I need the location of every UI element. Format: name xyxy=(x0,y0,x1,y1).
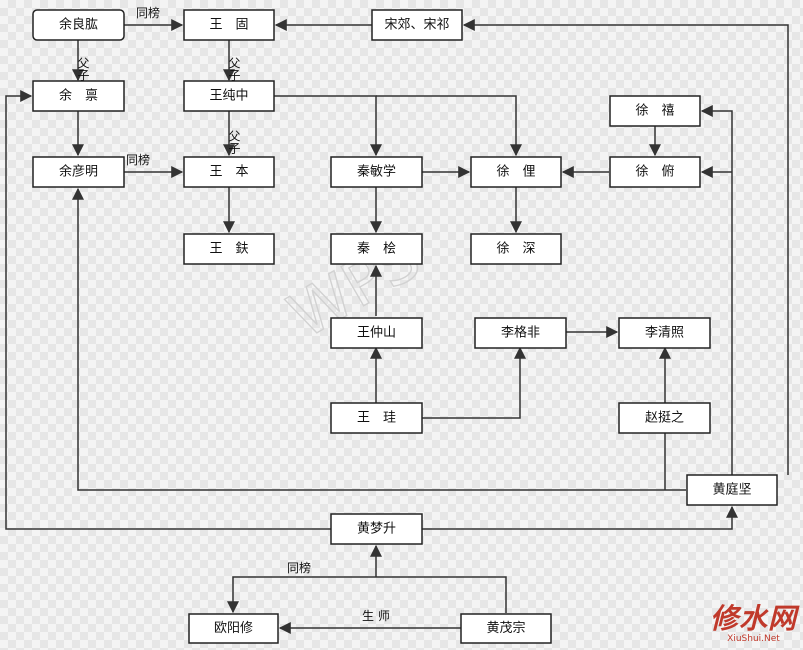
node-yu-liangguang[interactable]: 余良肱 xyxy=(32,9,125,41)
svg-text:欧阳修: 欧阳修 xyxy=(214,621,253,636)
edge-right-to-songjiao xyxy=(462,19,789,475)
node-qin-minxue[interactable]: 秦敏学 xyxy=(330,156,423,188)
edge-label-tongbang-2: 同榜 xyxy=(126,152,150,167)
edge-wangchunzhong-qinminxue xyxy=(274,95,382,157)
node-wang-gui[interactable]: 王 珪 xyxy=(330,402,423,434)
node-song-jiao-song-qi[interactable]: 宋郊、宋祁 xyxy=(371,9,463,41)
svg-text:王仲山: 王仲山 xyxy=(357,326,396,341)
node-li-gefei[interactable]: 李格非 xyxy=(474,317,567,349)
svg-text:王 本: 王 本 xyxy=(209,165,248,180)
svg-text:秦敏学: 秦敏学 xyxy=(357,164,396,180)
edge-labels: 同榜 父子 父子 父子 同榜 同榜 生 师 xyxy=(76,5,390,623)
node-yu-bing[interactable]: 余 禀 xyxy=(32,80,125,112)
nodes: 余良肱 王 固 宋郊、宋祁 余 禀 王纯中 徐 禧 余彦明 王 本 xyxy=(32,9,778,644)
svg-text:余彦明: 余彦明 xyxy=(59,164,98,180)
svg-text:李格非: 李格非 xyxy=(501,325,540,341)
brand-watermark-url: XiuShui.Net xyxy=(727,634,780,644)
node-xu-shen[interactable]: 徐 深 xyxy=(470,233,562,265)
node-li-qingzhao[interactable]: 李清照 xyxy=(618,317,711,349)
edge-label-tongbang-1: 同榜 xyxy=(136,5,160,20)
svg-text:王 固: 王 固 xyxy=(209,18,248,33)
edge-label-fuzi-3: 父子 xyxy=(227,130,241,154)
node-wang-gu[interactable]: 王 固 xyxy=(183,9,275,41)
svg-text:黄茂宗: 黄茂宗 xyxy=(486,620,525,636)
svg-text:黄梦升: 黄梦升 xyxy=(357,522,396,537)
svg-text:宋郊、宋祁: 宋郊、宋祁 xyxy=(384,17,449,33)
svg-text:徐 俯: 徐 俯 xyxy=(635,164,674,180)
svg-text:徐 俚: 徐 俚 xyxy=(496,165,535,180)
edge-label-shengshi: 生 师 xyxy=(362,609,390,623)
svg-text:王 鈇: 王 鈇 xyxy=(209,242,248,257)
svg-text:徐 深: 徐 深 xyxy=(496,242,535,257)
edge-label-fuzi-2: 父子 xyxy=(227,57,241,81)
brand-watermark: 修水网 XiuShui.Net xyxy=(710,605,797,644)
edge-wanggui-ligefei xyxy=(422,346,526,419)
node-xu-li[interactable]: 徐 俚 xyxy=(470,156,562,188)
edge-wangchunzhong-xuli xyxy=(376,95,522,157)
svg-text:王纯中: 王纯中 xyxy=(209,89,248,104)
svg-text:秦 桧: 秦 桧 xyxy=(357,242,396,257)
edge-label-fuzi-1: 父子 xyxy=(76,57,90,81)
edges xyxy=(5,19,789,634)
node-wang-fu[interactable]: 王 鈇 xyxy=(183,233,275,265)
edge-huangmengsheng-yubing xyxy=(5,90,331,530)
svg-text:黄庭坚: 黄庭坚 xyxy=(712,482,751,498)
node-huang-maozong[interactable]: 黄茂宗 xyxy=(460,613,552,644)
node-wang-chunzhong[interactable]: 王纯中 xyxy=(183,80,275,112)
node-huang-tingjian[interactable]: 黄庭坚 xyxy=(686,474,778,506)
node-qin-hui[interactable]: 秦 桧 xyxy=(330,233,423,265)
svg-text:赵挺之: 赵挺之 xyxy=(645,411,684,426)
node-yu-yanming[interactable]: 余彦明 xyxy=(32,156,125,188)
edge-huangtingjian-xuxi xyxy=(700,105,733,475)
node-xu-fu[interactable]: 徐 俯 xyxy=(609,156,701,188)
edge-huangmengsheng-huangtingjian xyxy=(422,505,738,530)
svg-text:徐 禧: 徐 禧 xyxy=(635,104,674,119)
edge-huangtingjian-yuyanming xyxy=(72,187,686,491)
node-huang-mengsheng[interactable]: 黄梦升 xyxy=(330,513,423,545)
node-xu-xi[interactable]: 徐 禧 xyxy=(609,95,701,127)
svg-text:李清照: 李清照 xyxy=(645,326,684,341)
svg-text:王 珪: 王 珪 xyxy=(357,411,396,426)
svg-text:余 禀: 余 禀 xyxy=(59,88,98,104)
node-ouyang-xiu[interactable]: 欧阳修 xyxy=(188,613,279,644)
node-wang-ben[interactable]: 王 本 xyxy=(183,156,275,188)
brand-watermark-name: 修水网 xyxy=(709,602,797,635)
node-wang-zhongshan[interactable]: 王仲山 xyxy=(330,317,423,349)
edge-label-tongbang-3: 同榜 xyxy=(287,560,311,575)
node-zhao-tingzhi[interactable]: 赵挺之 xyxy=(618,402,711,434)
edge-tongbang-ouyangxiu xyxy=(227,576,376,614)
svg-text:余良肱: 余良肱 xyxy=(59,17,98,33)
edge-huangmaozong-up xyxy=(376,576,507,613)
